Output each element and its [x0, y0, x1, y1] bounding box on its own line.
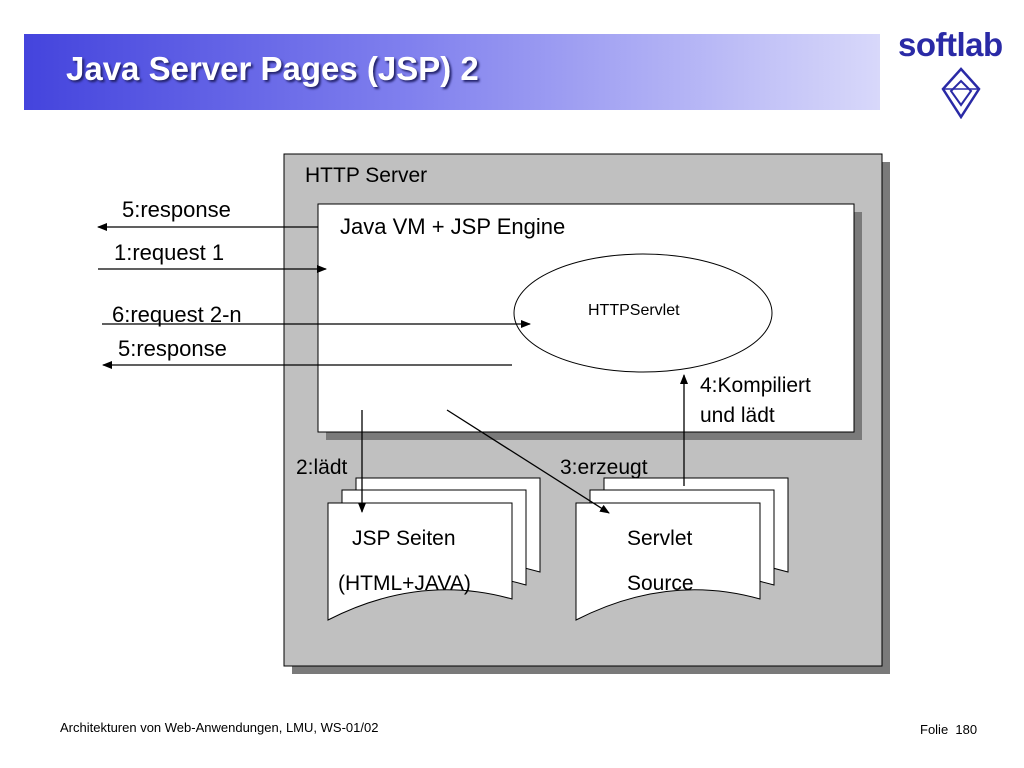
slide-number: 180	[955, 722, 978, 737]
title-bar	[24, 34, 880, 110]
jvm-label: Java VM + JSP Engine	[340, 214, 566, 239]
softlab-logo-text: softlab	[898, 26, 1003, 63]
footer-slide-number: Folie 180	[920, 722, 977, 737]
compile-label-line1: 4:Kompiliert	[700, 374, 811, 397]
compile-label-line2: und lädt	[700, 404, 775, 427]
slide-title: Java Server Pages (JSP) 2	[66, 50, 479, 87]
jsp-pages-document-stack	[327, 477, 541, 621]
jsp-doc-line1: JSP Seiten	[352, 527, 456, 550]
servlet-source-document-stack	[575, 477, 789, 621]
request-1-label: 1:request 1	[114, 240, 225, 265]
response-label-bottom: 5:response	[118, 336, 227, 361]
jsp-doc-line2: (HTML+JAVA)	[338, 572, 471, 595]
request-2n-label: 6:request 2-n	[112, 302, 242, 327]
footer-course: Architekturen von Web-Anwendungen, LMU, …	[60, 720, 379, 735]
softlab-logo-icon	[941, 67, 981, 119]
servlet-doc-line1: Servlet	[627, 527, 693, 550]
servlet-doc-line2: Source	[627, 572, 694, 595]
load-jsp-label: 2:lädt	[296, 456, 348, 479]
slide-label: Folie	[920, 722, 949, 737]
generate-servlet-arrow	[446, 409, 610, 514]
response-label-top: 5:response	[122, 197, 231, 222]
httpservlet-label: HTTPServlet	[588, 302, 680, 319]
generate-label: 3:erzeugt	[560, 456, 648, 479]
httpservlet-ellipse	[513, 253, 773, 373]
http-server-label: HTTP Server	[305, 164, 428, 187]
